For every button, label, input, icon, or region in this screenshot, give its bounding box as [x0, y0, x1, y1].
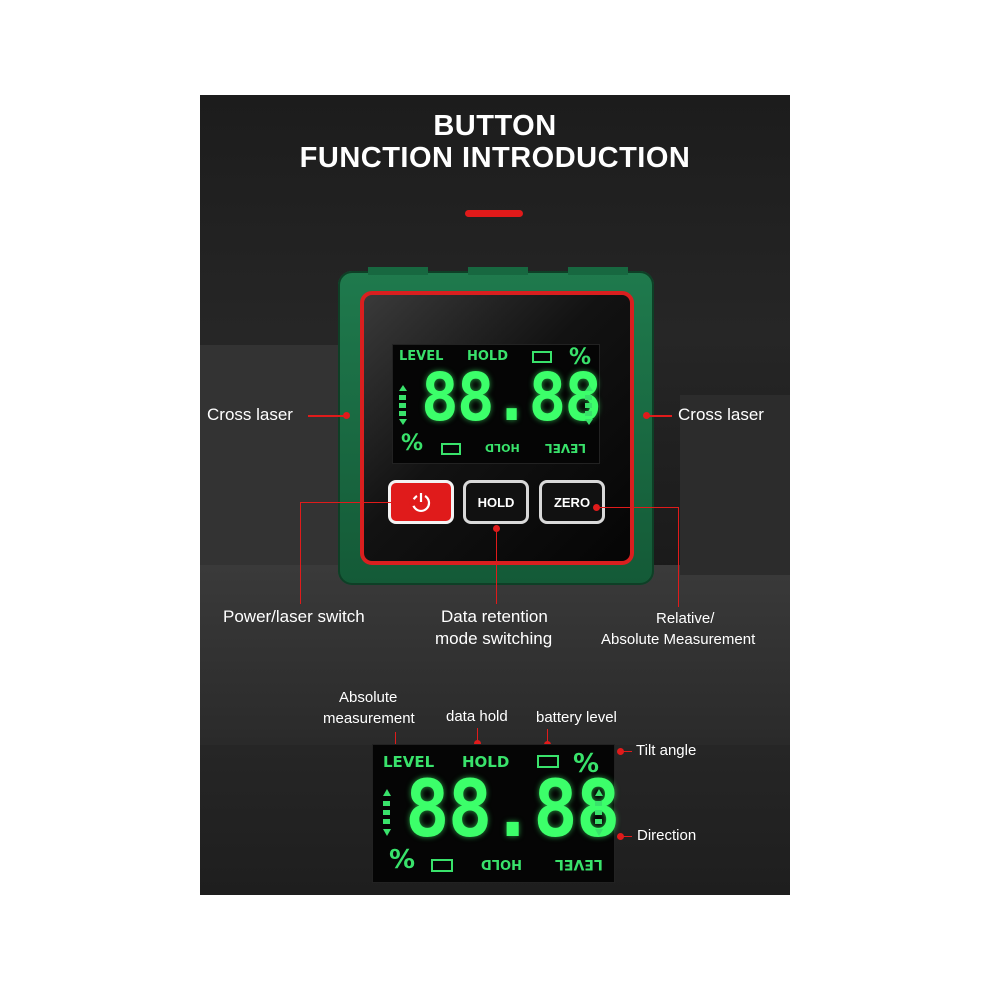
callout-line [477, 728, 478, 742]
callout-line [622, 836, 632, 837]
lcd-hold: HOLD [462, 753, 510, 771]
power-label: Power/laser switch [223, 607, 365, 626]
callout-line [598, 507, 678, 508]
title-accent-bar [465, 210, 523, 217]
background-block [680, 395, 790, 575]
detail-lcd: LEVEL HOLD % 88.88 % HOLD LEVEL [372, 744, 620, 883]
direction-bar [585, 411, 592, 416]
lcd-percent-flipped: % [401, 431, 424, 456]
title-line-1: BUTTON [433, 110, 557, 142]
direction-bar [383, 810, 390, 815]
callout-line [648, 415, 672, 417]
background-block [200, 345, 350, 585]
lcd-level: LEVEL [399, 349, 444, 364]
callout-line [308, 415, 346, 417]
arrow-down-icon [595, 829, 603, 836]
arrow-down-icon [585, 419, 593, 425]
battery-icon [441, 443, 461, 455]
callout-dot [343, 412, 350, 419]
arrow-down-icon [399, 419, 407, 425]
lcd-percent-flipped: % [389, 845, 416, 875]
arrow-up-icon [595, 789, 603, 796]
hold-button[interactable]: HOLD [463, 480, 529, 524]
direction-bar [595, 819, 602, 824]
data-retention-label-2: mode switching [435, 629, 553, 648]
direction-bar [383, 801, 390, 806]
callout-dot [617, 748, 624, 755]
data-hold-label: data hold [446, 708, 508, 725]
direction-label: Direction [637, 827, 697, 844]
device-ridge [568, 267, 628, 275]
lcd-level-flipped: LEVEL [555, 856, 603, 872]
cross-laser-left-label: Cross laser [207, 405, 293, 424]
battery-icon [537, 755, 559, 768]
direction-bar [399, 395, 406, 400]
battery-icon [431, 859, 453, 872]
tilt-angle-label: Tilt angle [636, 742, 697, 759]
device-lcd: LEVEL HOLD % 88.88 % HOLD LEVEL [392, 344, 602, 464]
callout-dot [409, 499, 416, 506]
data-retention-label-1: Data retention [441, 607, 548, 626]
absolute-label-1: Absolute [339, 689, 398, 706]
lcd-hold-flipped: HOLD [485, 441, 520, 454]
direction-bar [383, 819, 390, 824]
relative-label-2: Absolute Measurement [601, 631, 756, 648]
callout-line [547, 729, 548, 743]
zero-button[interactable]: ZERO [539, 480, 605, 524]
arrow-down-icon [383, 829, 391, 836]
callout-dot [617, 833, 624, 840]
lcd-hold-flipped: HOLD [481, 856, 523, 871]
callout-dot [643, 412, 650, 419]
battery-level-label: battery level [536, 709, 617, 726]
lcd-level-flipped: LEVEL [545, 441, 586, 455]
cross-laser-right-label: Cross laser [678, 405, 764, 424]
callout-line [678, 507, 679, 607]
arrow-up-icon [399, 385, 407, 391]
callout-line [395, 732, 396, 746]
direction-bar [585, 395, 592, 400]
arrow-up-icon [383, 789, 391, 796]
relative-label-1: Relative/ [656, 610, 715, 627]
callout-line [496, 528, 497, 604]
title-line-2: FUNCTION INTRODUCTION [299, 142, 691, 174]
callout-line [300, 502, 301, 604]
lcd-digits: 88.88 [405, 765, 620, 855]
device-ridge [468, 267, 528, 275]
lcd-level: LEVEL [383, 753, 435, 771]
lcd-hold: HOLD [467, 349, 509, 364]
absolute-label-2: measurement [323, 710, 415, 727]
battery-icon [532, 351, 552, 363]
direction-bar [595, 801, 602, 806]
lcd-percent: % [573, 749, 600, 779]
direction-bar [399, 411, 406, 416]
direction-bar [585, 403, 592, 408]
background-block [200, 565, 790, 745]
callout-line [622, 751, 632, 752]
callout-dot [474, 740, 481, 747]
device-ridge [368, 267, 428, 275]
direction-bar [399, 403, 406, 408]
lcd-percent: % [569, 345, 592, 370]
callout-line [300, 502, 410, 503]
lcd-digits: 88.88 [421, 359, 602, 436]
arrow-up-icon [585, 385, 593, 391]
direction-bar [595, 810, 602, 815]
callout-dot [593, 504, 600, 511]
